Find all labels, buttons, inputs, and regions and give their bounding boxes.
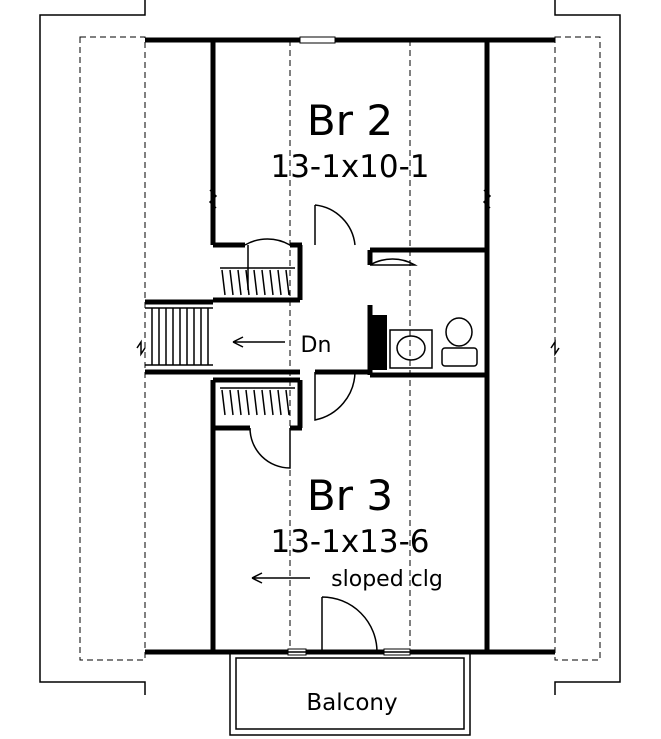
ceiling-slope-lines <box>289 40 411 652</box>
br3-name: Br 3 <box>307 471 393 520</box>
balcony-label: Balcony <box>306 690 397 716</box>
doors <box>244 204 418 653</box>
roof-outline <box>39 0 621 695</box>
balcony <box>229 651 471 736</box>
stairs <box>145 307 285 366</box>
br3-size: 13-1x13-6 <box>270 524 429 560</box>
br3-note: sloped clg <box>331 567 443 592</box>
bath-fixtures <box>372 315 478 370</box>
stairs-label: Dn <box>301 333 332 358</box>
br2-name: Br 2 <box>307 96 393 145</box>
slope-arrow <box>251 572 310 584</box>
br2-size: 13-1x10-1 <box>270 149 429 185</box>
closet-rods <box>220 267 295 416</box>
